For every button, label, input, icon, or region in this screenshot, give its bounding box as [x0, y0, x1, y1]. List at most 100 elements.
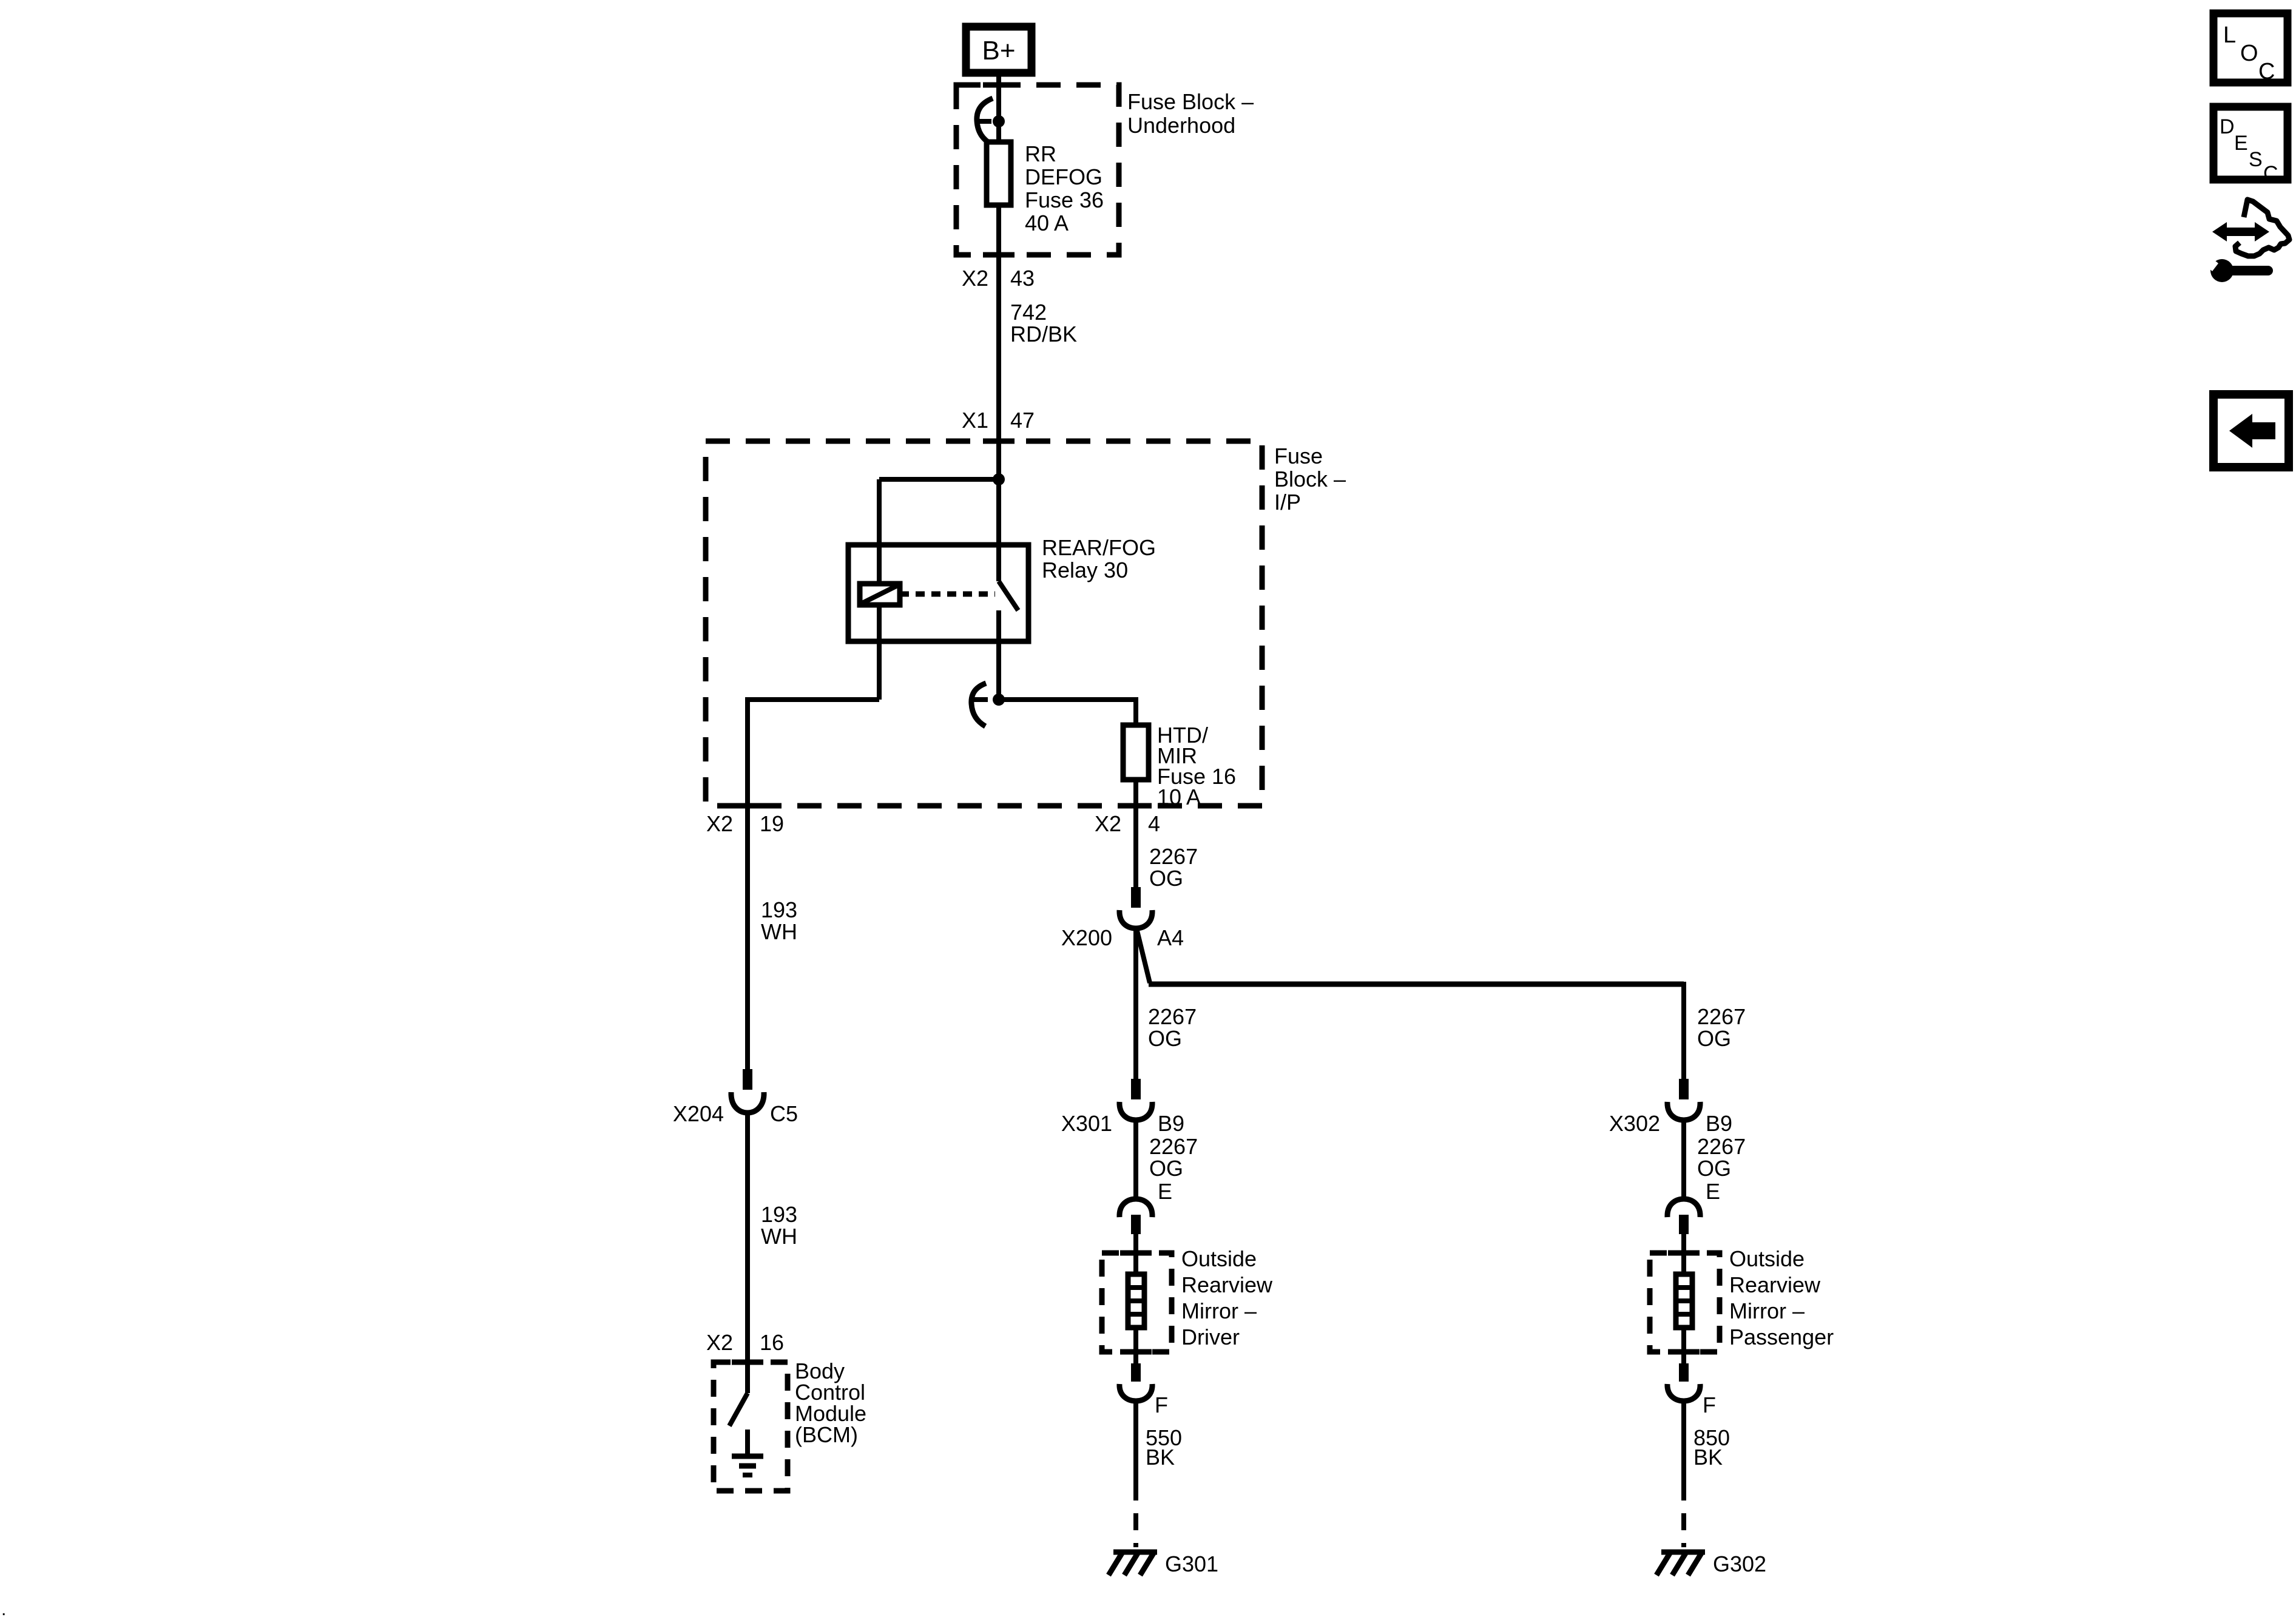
wire-color: BK [1693, 1445, 1723, 1470]
pin-label: B9 [1706, 1111, 1732, 1136]
pin-label: E [1158, 1179, 1172, 1204]
driver-mirror-branch: 2267 OG X200 A4 2267 OG X301 B9 2267 OG … [1061, 806, 1684, 1577]
connector-pin-symbol [1131, 1215, 1141, 1234]
loc-button[interactable]: L O C [2209, 9, 2292, 87]
circuit-number: 193 [761, 1202, 797, 1227]
inline-connector-x302: X302 B9 [1609, 1079, 1732, 1136]
module-name-line: Module [795, 1401, 866, 1426]
block-name-line: Underhood [1127, 113, 1235, 138]
module-name-line: (BCM) [795, 1422, 858, 1447]
pin-label: F [1155, 1393, 1168, 1417]
pin-label: F [1703, 1393, 1716, 1417]
connector-label: X302 [1609, 1111, 1660, 1136]
ground-g301: G301 [1106, 1549, 1218, 1577]
back-arrow-icon [2229, 414, 2275, 448]
connector-label: X204 [673, 1101, 724, 1126]
connector-label: X200 [1061, 925, 1112, 950]
wire-color: OG [1697, 1026, 1731, 1051]
outside-rearview-mirror-passenger: Outside Rearview Mirror – Passenger [1647, 1246, 1834, 1355]
feed-wire-742: 742 RD/BK X1 47 [962, 300, 1077, 433]
ground-label: G302 [1713, 1551, 1766, 1576]
pin-label: A4 [1157, 925, 1184, 950]
ground-hatch [1138, 1551, 1156, 1577]
wire-color: WH [761, 919, 797, 944]
mirror-name-line: Rearview [1729, 1272, 1821, 1297]
junction-dot [993, 115, 1005, 127]
mirror-name-line: Driver [1181, 1325, 1240, 1349]
circuit-number: 2267 [1148, 1004, 1197, 1029]
connector-label: X301 [1061, 1111, 1112, 1136]
bus-tap-arc [968, 680, 987, 729]
connector-pin-symbol [1131, 887, 1141, 908]
connector-pin-symbol [743, 1069, 752, 1090]
pin-label: 16 [760, 1330, 784, 1355]
schematic-tools-icon[interactable] [2199, 197, 2292, 282]
fuse-block-underhood: RR DEFOG Fuse 36 40 A Fuse Block – Under… [953, 82, 1254, 291]
ground-hatch [1654, 1551, 1672, 1577]
wrench-jaw-notch [2199, 252, 2218, 271]
wire-color: OG [1149, 1156, 1183, 1181]
connector-socket-symbol [1116, 1196, 1155, 1218]
loc-letter: O [2240, 41, 2258, 66]
connector-pin-symbol [1679, 1363, 1689, 1382]
circuit-number: 2267 [1697, 1004, 1746, 1029]
connector-pin-symbol [1679, 1215, 1689, 1234]
connector-pin-symbol [1679, 1079, 1689, 1099]
connector-socket-symbol [1664, 1196, 1703, 1218]
ground-hatch [1686, 1551, 1704, 1577]
fuse-label-line: 10 A [1157, 785, 1201, 809]
module-name-line: Body [795, 1359, 845, 1383]
circuit-number: 2267 [1697, 1134, 1746, 1159]
body-control-module: Body Control Module (BCM) [711, 1359, 866, 1494]
circuit-number: 742 [1010, 300, 1047, 325]
wire-color: RD/BK [1010, 322, 1077, 346]
branch-diagonal [1134, 928, 1152, 984]
ground-g302: G302 [1654, 1549, 1766, 1577]
desc-letter: E [2234, 132, 2248, 155]
connector-label: X1 [962, 408, 988, 433]
sidebar-tools: L O C D E S C [2199, 9, 2293, 471]
ground-label: G301 [1165, 1551, 1218, 1576]
loc-button-box[interactable] [2209, 9, 2292, 87]
circuit-number: 193 [761, 897, 797, 922]
inline-connector-x204: X204 C5 [673, 1069, 798, 1126]
pin-label: 43 [1010, 266, 1035, 291]
relay-name-line: REAR/FOG [1042, 535, 1156, 560]
pin-label: B9 [1158, 1111, 1184, 1136]
relay-name-line: Relay 30 [1042, 558, 1128, 582]
fuse-block-ip: Fuse Block – I/P REAR/FOG Relay 30 HTD/ … [703, 438, 1346, 836]
block-name-line: I/P [1274, 490, 1301, 515]
mirror-connector-f: F [1116, 1363, 1168, 1417]
page-mark: . [1, 1599, 6, 1617]
connector-label: X2 [706, 1330, 733, 1355]
back-button[interactable] [2209, 390, 2293, 471]
pin-label: 47 [1010, 408, 1035, 433]
wire-color: OG [1149, 866, 1183, 891]
circuit-number: 550 [1146, 1425, 1182, 1450]
pin-label: E [1706, 1179, 1720, 1204]
circuit-number: 2267 [1149, 844, 1198, 869]
htd-mir-fuse-symbol [1120, 722, 1152, 783]
pin-label: 4 [1148, 811, 1160, 836]
connector-socket-symbol [1664, 1383, 1703, 1404]
connector-label: X2 [962, 266, 988, 291]
mirror-name-line: Outside [1729, 1246, 1805, 1271]
connector-pin-symbol [1131, 1079, 1141, 1099]
mirror-name-line: Mirror – [1729, 1298, 1805, 1323]
fuse-label-line: DEFOG [1025, 164, 1102, 189]
desc-button-box[interactable] [2209, 103, 2292, 184]
loc-letter: L [2223, 22, 2236, 48]
desc-button[interactable]: D E S C [2209, 103, 2292, 185]
mirror-name-line: Mirror – [1181, 1298, 1257, 1323]
ground-hatch [1670, 1551, 1688, 1577]
bcm-outline [711, 1359, 791, 1494]
wire-color: OG [1148, 1026, 1182, 1051]
fuse-label-line: 40 A [1025, 211, 1069, 235]
module-name-line: Control [795, 1380, 865, 1405]
fuse-label-line: MIR [1157, 743, 1197, 768]
ground-hatch [1122, 1551, 1140, 1577]
bcm-output-run [745, 697, 879, 806]
connector-pin-symbol [1131, 1363, 1141, 1382]
